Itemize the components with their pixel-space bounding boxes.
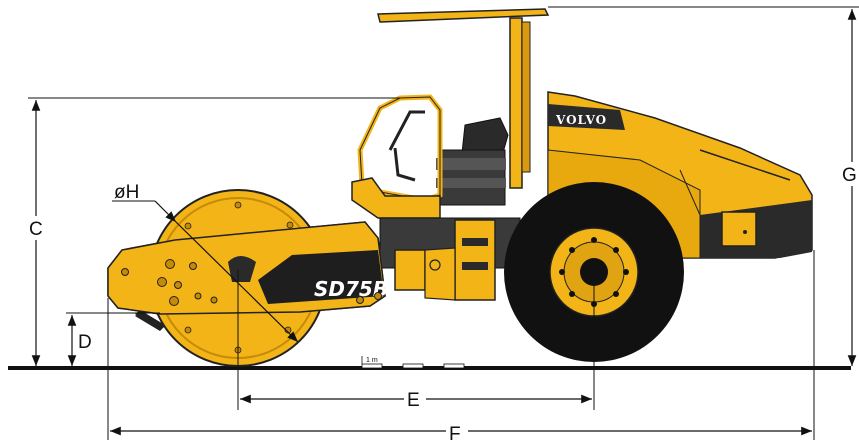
scale-bar: 1 m [361, 356, 465, 369]
dimension-label-D: D [78, 332, 92, 353]
brand-logo: VOLVO [555, 113, 607, 127]
dimension-G: G [548, 6, 859, 366]
dimension-label-C: C [29, 219, 43, 240]
dimension-F: F [107, 250, 815, 444]
dimension-label-F: F [449, 424, 461, 444]
service-door [721, 211, 757, 247]
dimension-C: C [26, 97, 400, 366]
dimension-label-E: E [407, 390, 420, 411]
rops-post [509, 17, 523, 189]
dimension-H: øH [112, 182, 299, 343]
canopy-roof [377, 8, 550, 23]
dimension-label-G: G [842, 165, 857, 186]
step-platform [351, 177, 441, 219]
scale-label: 1 m [366, 357, 378, 364]
dimension-E: E [237, 270, 595, 411]
front-frame-overlay: SD75B [107, 221, 388, 331]
dimension-label-H: øH [114, 182, 139, 203]
dimension-D: D [66, 312, 160, 366]
